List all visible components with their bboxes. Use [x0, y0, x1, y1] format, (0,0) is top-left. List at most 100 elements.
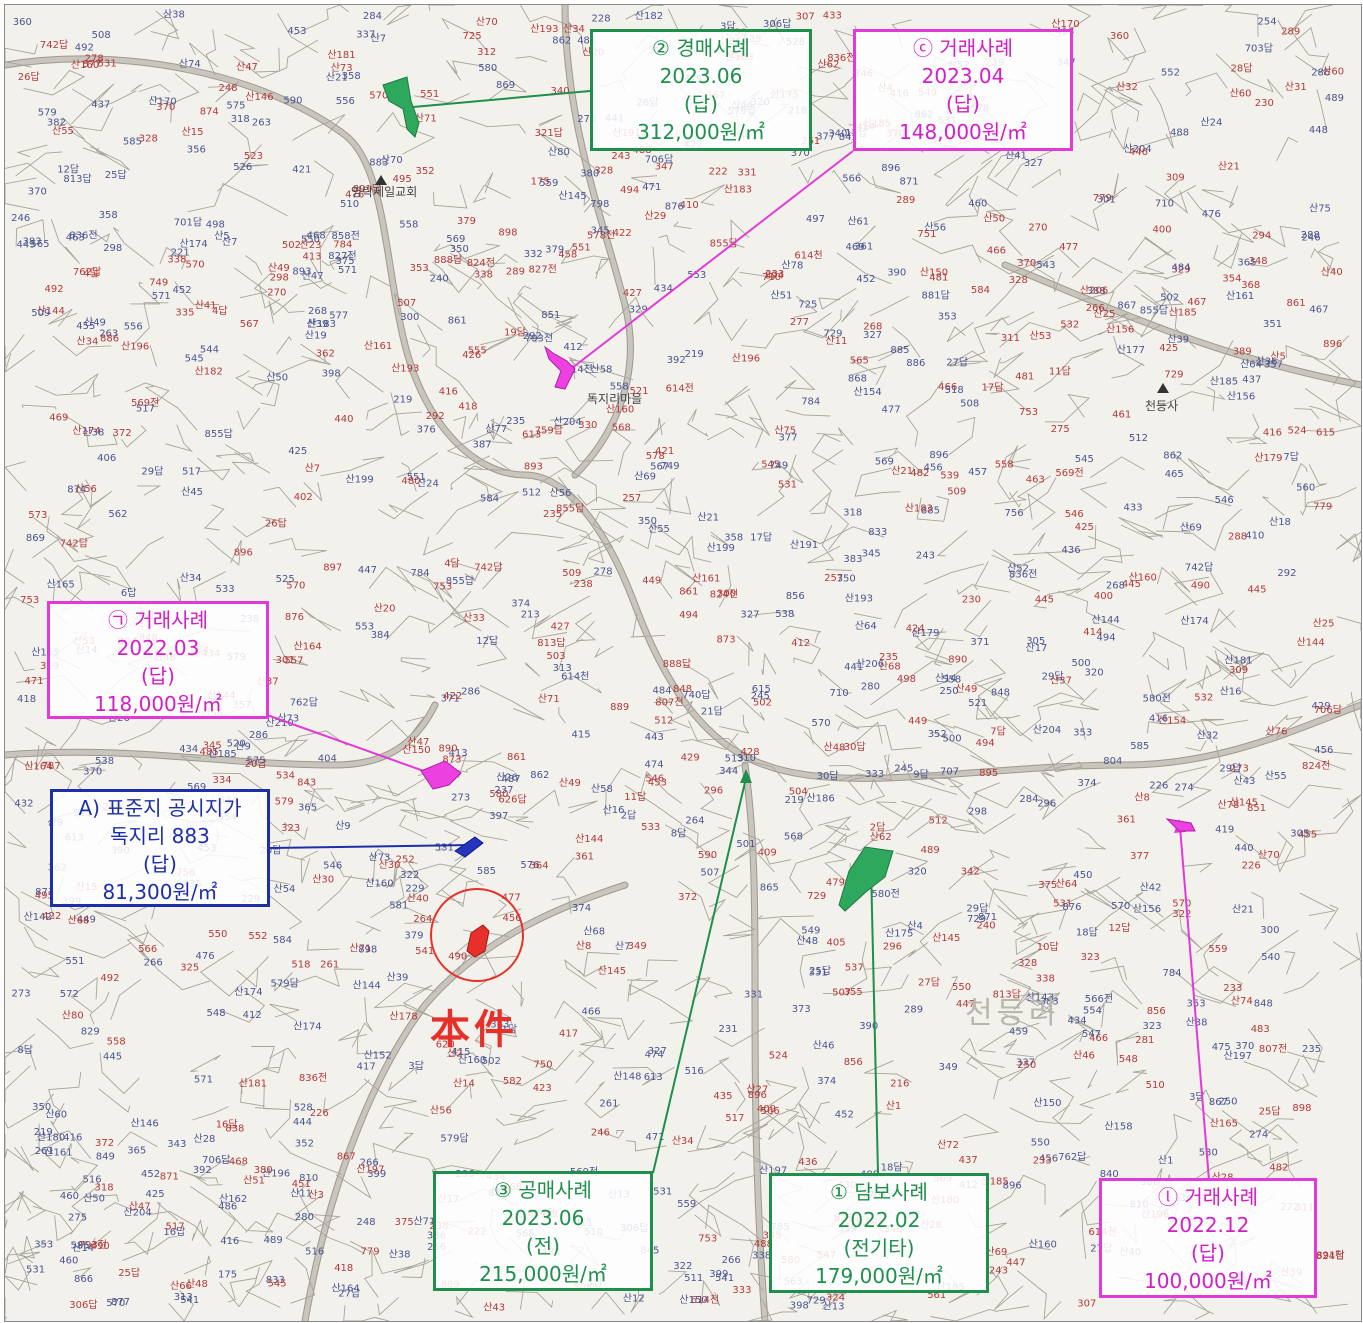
parcel-boundary	[273, 635, 309, 666]
parcel-boundary	[1204, 718, 1249, 726]
parcel-boundary	[450, 590, 509, 628]
lot-number-label: 산142	[24, 911, 52, 923]
parcel-boundary	[1294, 408, 1320, 420]
parcel-boundary	[790, 139, 858, 166]
parcel-boundary	[719, 714, 750, 734]
parcel-boundary	[538, 132, 599, 172]
parcel-boundary	[1009, 558, 1041, 592]
parcel-boundary	[1173, 576, 1209, 606]
parcel-boundary	[46, 516, 107, 562]
lot-number-label: 243	[611, 151, 630, 162]
parcel-boundary	[1260, 784, 1342, 809]
parcel-boundary	[263, 486, 297, 508]
parcel-boundary	[398, 814, 428, 839]
parcel-boundary	[472, 184, 486, 203]
lot-number-label: 332	[524, 249, 543, 260]
parcel-boundary	[334, 795, 366, 813]
parcel-boundary	[1115, 1031, 1140, 1066]
trade-b-callout[interactable]: ⓛ 거래사례 2022.12 (답) 100,000원/㎡	[1099, 1178, 1317, 1298]
lot-number-label: 566전	[1085, 993, 1113, 1005]
parcel-boundary	[674, 564, 703, 587]
parcel-boundary	[688, 720, 752, 763]
parcel-boundary	[798, 1101, 830, 1130]
parcel-boundary	[987, 153, 1021, 197]
parcel-boundary	[1295, 53, 1330, 74]
parcel-boundary	[555, 317, 589, 346]
parcel-boundary	[70, 107, 114, 132]
parcel-boundary	[680, 823, 731, 849]
subject-label: 本件	[430, 1006, 518, 1053]
standard-price-callout[interactable]: A) 표준지 공시지가 독지리 883 (답) 81,300원/㎡	[50, 789, 270, 907]
parcel-boundary	[983, 1174, 1046, 1213]
parcel-boundary	[748, 1306, 798, 1321]
parcel-boundary	[276, 335, 292, 355]
parcel-boundary	[422, 536, 454, 556]
parcel-boundary	[1033, 676, 1084, 707]
parcel-boundary	[468, 411, 478, 429]
lot-number-label: 890	[439, 743, 458, 754]
lot-number-label: 510	[340, 199, 359, 210]
lot-number-label: 산55	[1265, 770, 1287, 782]
lot-number-label: 270	[1028, 223, 1047, 234]
callout-location: 독지리 883	[110, 824, 210, 848]
auction-callout[interactable]: ② 경매사례 2023.06 (답) 312,000원/㎡	[590, 29, 812, 151]
parcel-boundary	[883, 450, 927, 477]
lot-number-label: 273	[577, 114, 596, 125]
parcel-boundary	[189, 42, 219, 68]
parcel-boundary	[205, 29, 217, 76]
parcel-boundary	[400, 657, 432, 673]
lot-number-label: 440	[1235, 843, 1254, 854]
parcel-boundary	[757, 915, 814, 920]
parcel-boundary	[706, 427, 745, 441]
parcel-boundary	[5, 1251, 41, 1275]
parcel-boundary	[747, 1066, 810, 1138]
lot-number-label: 248	[357, 1217, 376, 1228]
lot-number-label: 444	[293, 1117, 312, 1128]
parcel-boundary	[1247, 929, 1299, 974]
lot-number-label: 570	[1172, 899, 1191, 910]
parcel-boundary	[990, 311, 1035, 331]
lot-number-label: 370	[1235, 1041, 1254, 1052]
lot-number-label: 233	[1033, 1155, 1052, 1166]
lot-number-label: 562	[108, 509, 127, 520]
lot-number-label: 산181	[1224, 655, 1252, 667]
parcel-boundary	[708, 1123, 769, 1145]
parcel-boundary	[1186, 191, 1262, 234]
parcel-boundary	[733, 1151, 772, 1167]
parcel-boundary	[21, 926, 67, 979]
lot-number-label: 503	[547, 651, 566, 662]
public-sale-callout[interactable]: ③ 공매사례 2023.06 (전) 215,000원/㎡	[433, 1171, 653, 1291]
parcel-boundary	[394, 870, 429, 908]
parcel-boundary	[446, 1052, 494, 1077]
parcel-boundary	[306, 939, 340, 951]
parcel-boundary	[785, 1108, 800, 1122]
parcel-boundary	[235, 370, 263, 396]
trade-c-callout[interactable]: ⓒ 거래사례 2023.04 (답) 148,000원/㎡	[853, 29, 1073, 151]
parcel-boundary	[719, 5, 748, 29]
parcel-boundary	[5, 586, 35, 610]
callout-date: 2022.03	[116, 636, 200, 660]
place-label-temple: 천등사	[1145, 398, 1178, 413]
callout-title: ㉠ 거래사례	[108, 608, 208, 632]
parcel-boundary	[1003, 1039, 1034, 1058]
lot-number-label: 571	[338, 265, 357, 276]
lot-number-label: 산154	[1158, 715, 1186, 727]
parcel-boundary	[1005, 714, 1033, 742]
parcel-boundary	[1127, 236, 1177, 261]
parcel-boundary	[1005, 1246, 1052, 1259]
lot-number-label: 566	[842, 174, 861, 185]
trade-a-callout[interactable]: ㉠ 거래사례 2022.03 (답) 118,000원/㎡	[47, 601, 269, 719]
parcel-boundary	[968, 175, 979, 213]
lot-number-label: 838	[225, 1123, 244, 1134]
collateral-callout[interactable]: ① 담보사례 2022.02 (전기타) 179,000원/㎡	[769, 1173, 989, 1293]
parcel-boundary	[978, 1022, 1040, 1053]
parcel-boundary	[1252, 1120, 1283, 1140]
parcel-boundary	[343, 1305, 390, 1321]
parcel-boundary	[316, 224, 335, 272]
parcel-boundary	[990, 1266, 1003, 1279]
parcel-boundary	[1077, 554, 1134, 580]
parcel-boundary	[15, 151, 63, 177]
lot-number-label: 460	[60, 1191, 79, 1202]
parcel-boundary	[822, 974, 909, 995]
lot-number-label: 산60	[1230, 87, 1252, 99]
